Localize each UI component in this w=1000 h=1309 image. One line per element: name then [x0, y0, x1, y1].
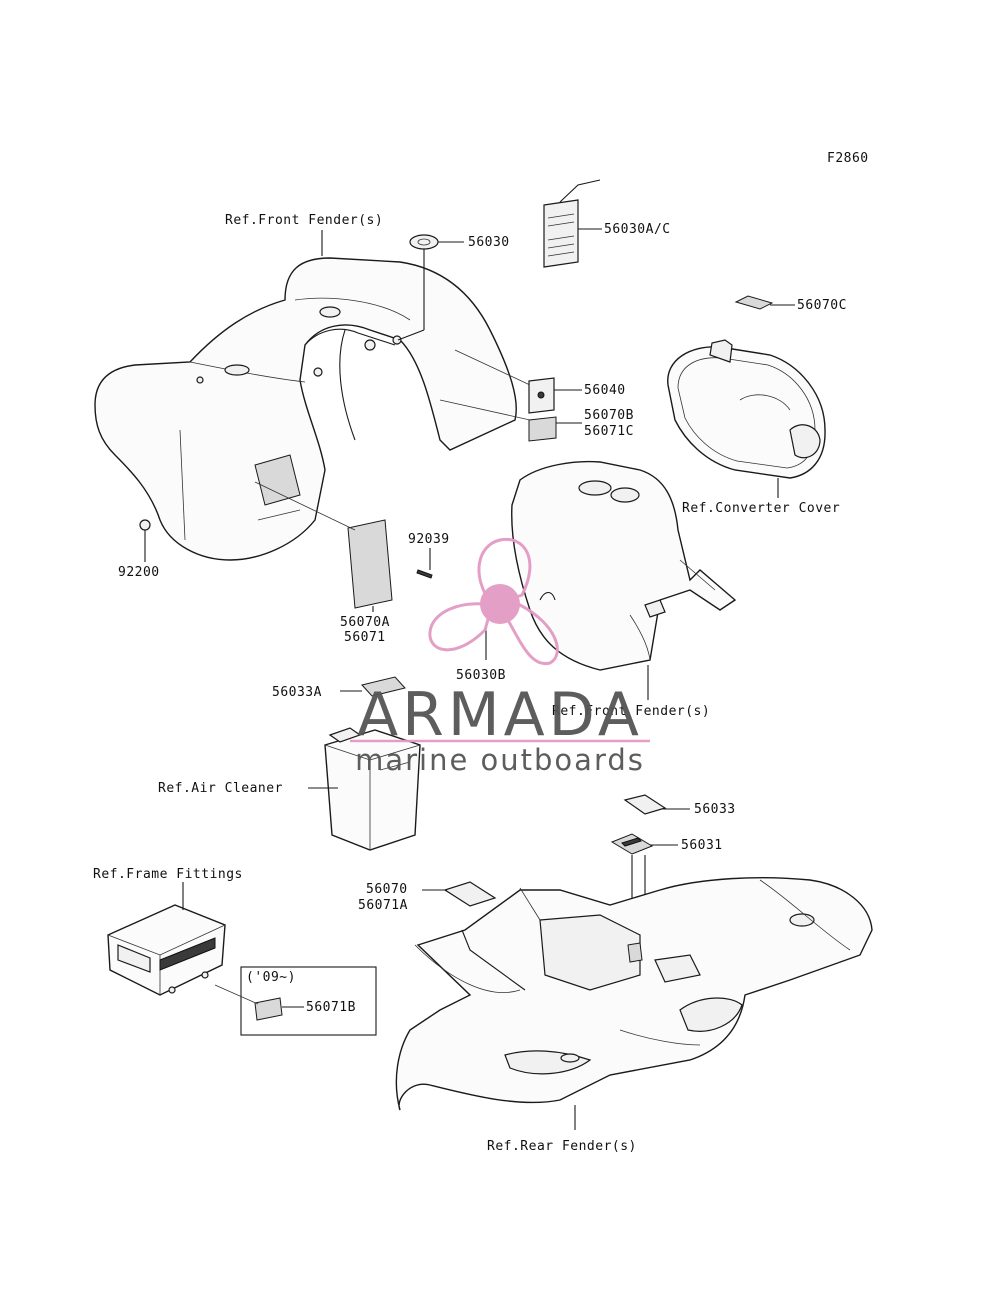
rear-fender	[395, 876, 873, 1111]
frame-fittings	[107, 904, 226, 996]
callout-56071b: 56071B	[306, 1000, 356, 1015]
part-92200	[139, 519, 151, 531]
part-56033	[623, 794, 667, 815]
front-fender-mid	[511, 460, 737, 671]
callout-ref-front-fender-mid: Ref.Front Fender(s)	[552, 704, 710, 719]
part-56070c	[734, 295, 774, 310]
callout-56070c: 56070C	[797, 298, 847, 313]
callout-56030ac: 56030A/C	[604, 222, 671, 237]
part-92039	[416, 569, 433, 579]
callout-ref-converter-cover: Ref.Converter Cover	[682, 501, 840, 516]
year-note: ('09~)	[246, 970, 296, 985]
part-56033a	[361, 676, 406, 697]
callout-56071: 56071	[344, 630, 386, 645]
callout-56033: 56033	[694, 802, 736, 817]
figure-code: F2860	[827, 151, 869, 166]
callout-ref-rear-fender: Ref.Rear Fender(s)	[487, 1139, 637, 1154]
watermark-tagline: marine outboards	[355, 743, 645, 777]
converter-cover	[667, 339, 826, 479]
part-56070	[443, 881, 497, 907]
part-56071b	[254, 997, 283, 1021]
watermark-brand: ARMADA	[357, 680, 643, 750]
callout-56070a: 56070A	[340, 615, 390, 630]
callout-92200: 92200	[118, 565, 160, 580]
front-fender-top	[94, 257, 531, 561]
callout-ref-front-fender-top: Ref.Front Fender(s)	[225, 213, 383, 228]
year-note-box	[240, 966, 377, 1036]
part-56030	[409, 234, 439, 250]
callout-56071a: 56071A	[358, 898, 408, 913]
callout-56030: 56030	[468, 235, 510, 250]
callout-92039: 92039	[408, 532, 450, 547]
callout-56040: 56040	[584, 383, 626, 398]
callout-56070: 56070	[366, 882, 408, 897]
callout-56030b: 56030B	[456, 668, 506, 683]
part-56070b	[528, 416, 557, 442]
armada-watermark: ARMADA marine outboards	[350, 537, 650, 777]
callout-56071c: 56071C	[584, 424, 634, 439]
propeller-logo	[428, 537, 559, 665]
part-56070a	[347, 519, 393, 609]
callout-56070b: 56070B	[584, 408, 634, 423]
part-56030ac	[543, 179, 601, 268]
callout-ref-frame-fittings: Ref.Frame Fittings	[93, 867, 243, 882]
callout-ref-air-cleaner: Ref.Air Cleaner	[158, 781, 283, 796]
air-cleaner	[324, 727, 421, 851]
callout-56031: 56031	[681, 838, 723, 853]
callout-56033a: 56033A	[272, 685, 322, 700]
